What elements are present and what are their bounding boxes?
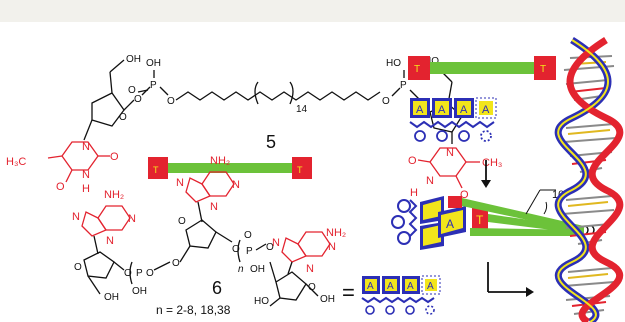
adenine-oligomer-schematic-large: A A A A (409, 97, 497, 142)
bis-thymine-schematic-small: T T (148, 157, 312, 179)
compound-6-structure: NH₂ N N N O OH O P OH O O NH₂ N N N (72, 155, 346, 307)
n-label: N (128, 213, 136, 225)
n-label: N (232, 179, 240, 191)
n-label: N (82, 169, 90, 181)
a-label: A (367, 281, 374, 292)
o-label: O (146, 268, 154, 279)
ho-label: HO (254, 296, 269, 307)
down-arrow-icon (481, 160, 491, 188)
n-label: N (426, 175, 434, 187)
a-label: A (446, 217, 454, 231)
a-label: A (438, 104, 446, 116)
bis-thymine-schematic-large: T T (408, 56, 556, 80)
t-label: T (414, 64, 420, 75)
ch3-label: CH₃ (482, 157, 502, 169)
o-label: O (266, 242, 274, 253)
h3c-label: H₃C (6, 156, 26, 168)
oh-label: OH (132, 286, 147, 297)
o-label: O (119, 112, 127, 123)
a-label: A (416, 104, 424, 116)
o-label: O (124, 268, 132, 279)
compound-5-number: 5 (266, 132, 276, 152)
o-label: O (56, 181, 65, 193)
top-strip (0, 0, 625, 22)
chain-length-label: n = 2-8, 18,38 (156, 303, 231, 317)
o-label: O (232, 244, 240, 255)
t-label: T (297, 165, 303, 175)
o-label: O (244, 230, 252, 241)
a-label: A (460, 104, 468, 116)
n-label: N (328, 241, 336, 253)
o-label: O (308, 282, 316, 293)
o-label: O (167, 96, 175, 107)
h-label: H (82, 183, 90, 195)
p-label: P (150, 80, 157, 91)
n-label: N (82, 141, 90, 153)
o-label: O (74, 262, 82, 273)
oh-label: OH (104, 292, 119, 303)
subscript-14: 14 (296, 104, 308, 115)
nh2-label: NH₂ (326, 227, 346, 239)
h-label: H (410, 187, 418, 199)
oh-label: OH (320, 294, 335, 305)
p-label: P (246, 246, 253, 257)
n-subscript: n (238, 264, 244, 275)
o-label: O (172, 258, 180, 269)
o-label: O (460, 189, 469, 201)
p-label: P (136, 268, 143, 279)
a-label: A (427, 281, 434, 292)
o-label: O (134, 94, 142, 105)
t-label: T (540, 64, 546, 75)
o-label: O (128, 85, 136, 96)
n-label: N (106, 235, 114, 247)
compound-6-number: 6 (212, 278, 222, 298)
n-label: N (176, 177, 184, 189)
t-label: T (153, 165, 159, 175)
n-label: N (72, 211, 80, 223)
double-helix-illustration (554, 37, 624, 322)
n-label: N (210, 201, 218, 213)
o-label: O (178, 216, 186, 227)
a-label: A (482, 104, 490, 116)
right-arrow-icon (487, 262, 534, 297)
o-label: O (382, 96, 390, 107)
nh2-label: NH₂ (210, 155, 230, 167)
adenine-oligomer-schematic-small: A A A A (361, 275, 441, 315)
o-label: O (110, 151, 119, 163)
equals-sign: = (342, 280, 355, 305)
nh2-label: NH₂ (104, 189, 124, 201)
a-label: A (387, 281, 394, 292)
ho-label: HO (424, 56, 439, 67)
ho-label: HO (386, 58, 401, 69)
oh-label: OH (146, 58, 161, 69)
a-label: A (407, 281, 414, 292)
p-label: P (400, 80, 407, 91)
n-label: N (446, 147, 454, 159)
oh-label: OH (126, 54, 141, 65)
o-label: O (408, 155, 417, 167)
n-label: N (272, 237, 280, 249)
t-label: T (476, 213, 484, 227)
oh-label: OH (250, 264, 265, 275)
n-label: N (306, 263, 314, 275)
